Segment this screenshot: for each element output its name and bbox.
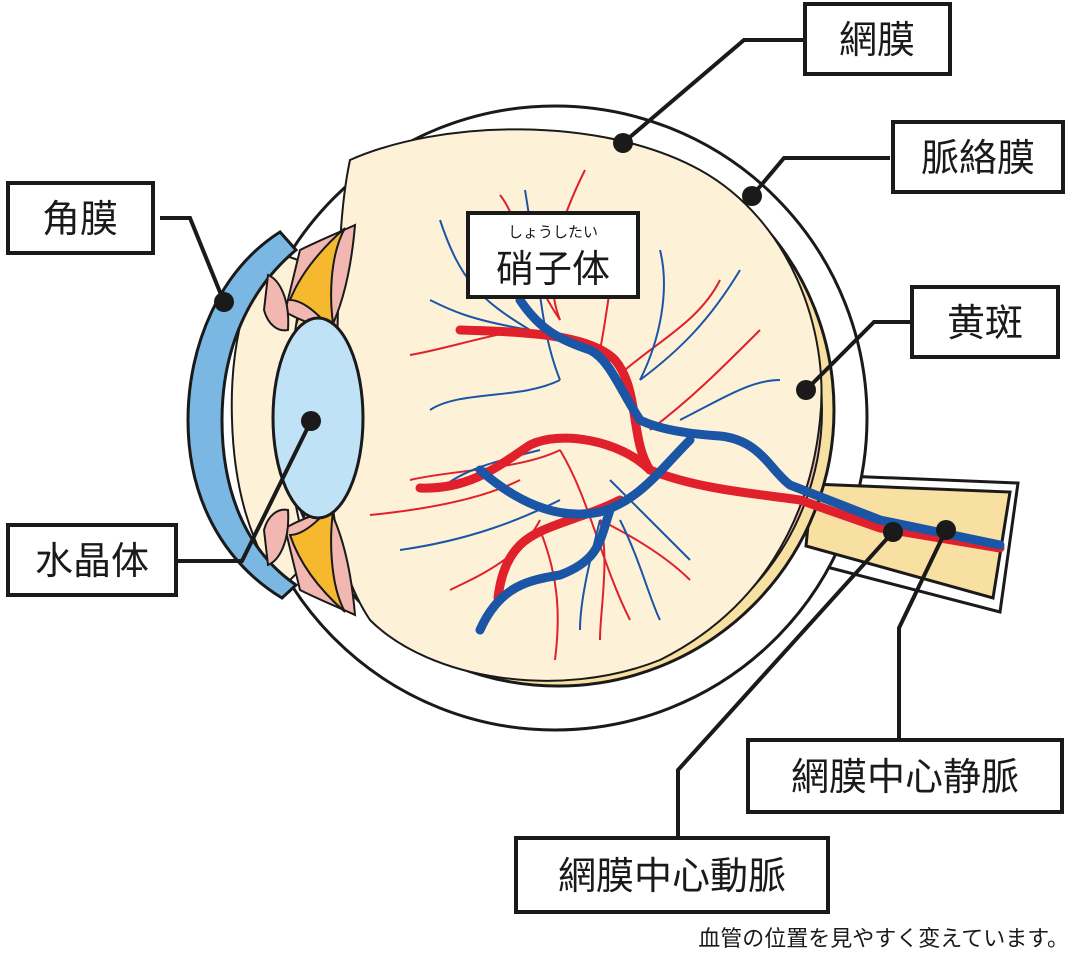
- label-retina: 網膜: [803, 2, 952, 76]
- label-cornea: 角膜: [6, 181, 155, 255]
- label-cornea-text: 角膜: [42, 197, 118, 241]
- iris-upper: [262, 273, 290, 332]
- label-choroid: 脈絡膜: [891, 120, 1065, 194]
- footnote: 血管の位置を見やすく変えています。: [698, 927, 1069, 952]
- label-central-vein: 網膜中心静脈: [746, 738, 1064, 814]
- label-vitreous: しょうしたい 硝子体: [466, 211, 640, 299]
- label-vitreous-ruby: しょうしたい: [508, 223, 598, 241]
- label-macula-text: 黄斑: [947, 301, 1023, 345]
- label-vitreous-text: 硝子体: [496, 247, 610, 291]
- central-retinal-artery-branch: [415, 433, 655, 493]
- central-retinal-vein-branch-lower: [475, 505, 615, 635]
- label-macula: 黄斑: [910, 285, 1060, 359]
- label-central-vein-text: 網膜中心静脈: [791, 755, 1019, 799]
- label-central-artery-text: 網膜中心動脈: [558, 854, 786, 898]
- cornea: [186, 230, 299, 600]
- iris-lower: [262, 508, 290, 567]
- central-retinal-vein-branch: [475, 435, 695, 519]
- central-retinal-vein-path: [515, 295, 1005, 550]
- label-choroid-text: 脈絡膜: [921, 136, 1035, 180]
- leader-lines: [160, 38, 948, 838]
- zonule-upper: [288, 227, 346, 336]
- label-lens: 水晶体: [6, 523, 178, 597]
- leader-dots: [214, 133, 956, 542]
- label-lens-text: 水晶体: [35, 539, 149, 583]
- label-retina-text: 網膜: [839, 18, 915, 62]
- label-central-artery: 網膜中心動脈: [514, 836, 830, 914]
